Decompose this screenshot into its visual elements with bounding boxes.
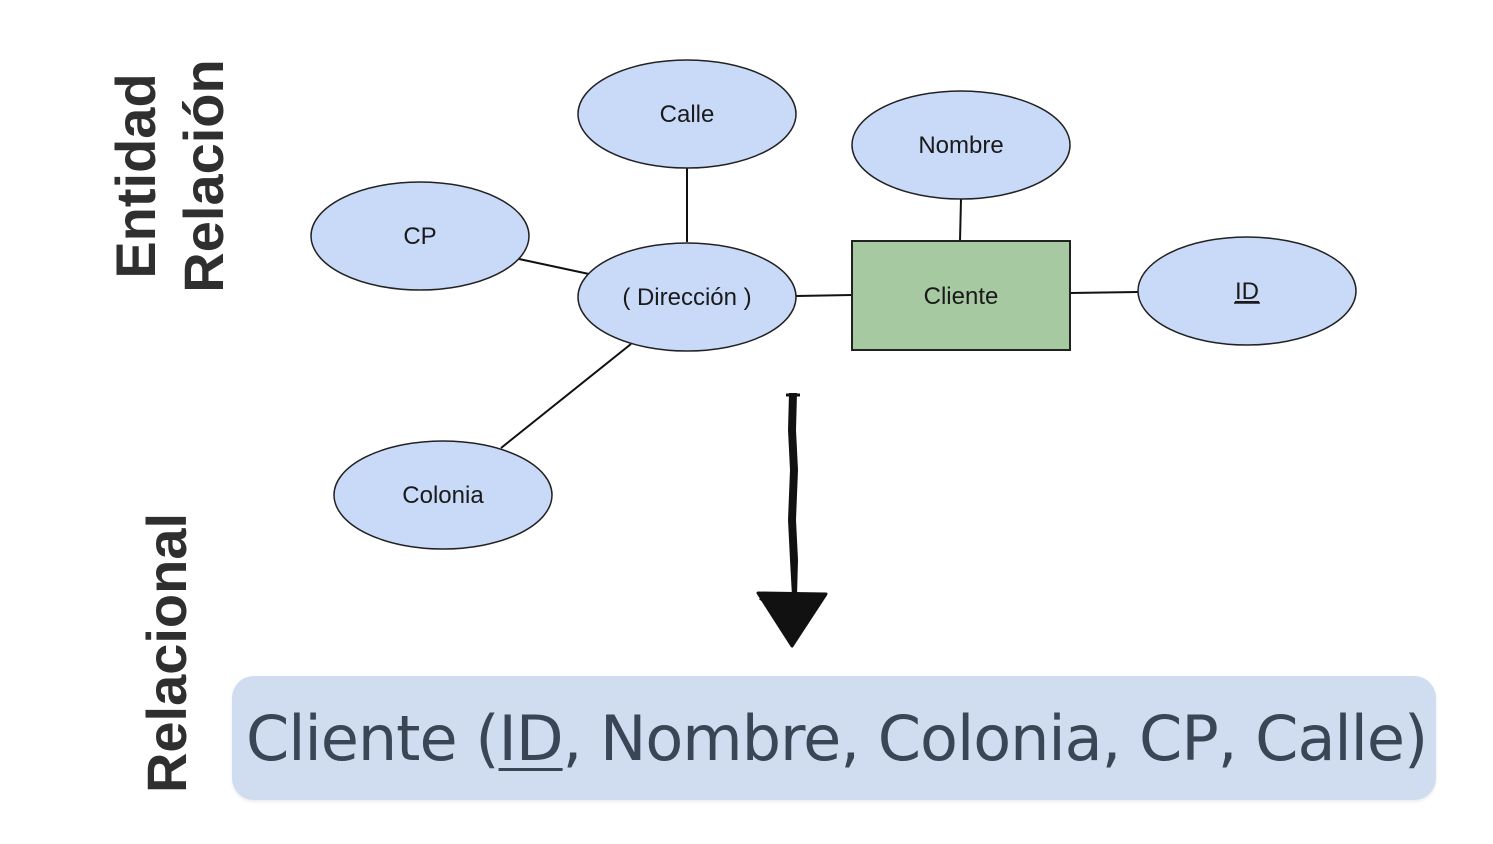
entity-cliente: Cliente [851,240,1071,351]
relational-schema: Cliente (ID, Nombre, Colonia, CP, Calle) [246,701,1429,775]
relational-rest: , Nombre, Colonia, CP, Calle) [562,701,1429,775]
attribute-colonia-label: Colonia [402,482,484,509]
line-cp-direccion [518,258,590,275]
attribute-calle: Calle [577,59,797,169]
connector-lines [500,168,1139,449]
attribute-calle-label: Calle [660,101,715,128]
attribute-direccion-label: ( Dirección ) [622,284,751,311]
relational-prefix: Cliente ( [246,701,500,775]
relational-primary-key: ID [498,701,564,775]
attribute-id: ID [1137,236,1357,346]
entity-cliente-label: Cliente [924,283,999,310]
line-cliente-id [1069,291,1139,294]
attribute-cp-label: CP [403,223,436,250]
attribute-direccion: ( Dirección ) [577,242,797,352]
attribute-nombre: Nombre [851,90,1071,200]
line-nombre-cliente [959,198,962,242]
relational-schema-box: Cliente (ID, Nombre, Colonia, CP, Calle) [232,676,1436,800]
line-direccion-cliente [795,294,853,297]
attribute-id-label: ID [1235,278,1259,305]
attribute-nombre-label: Nombre [918,132,1003,159]
attribute-colonia: Colonia [333,440,553,550]
line-colonia-direccion [500,343,632,449]
transform-arrow [756,393,828,648]
attribute-cp: CP [310,181,530,291]
